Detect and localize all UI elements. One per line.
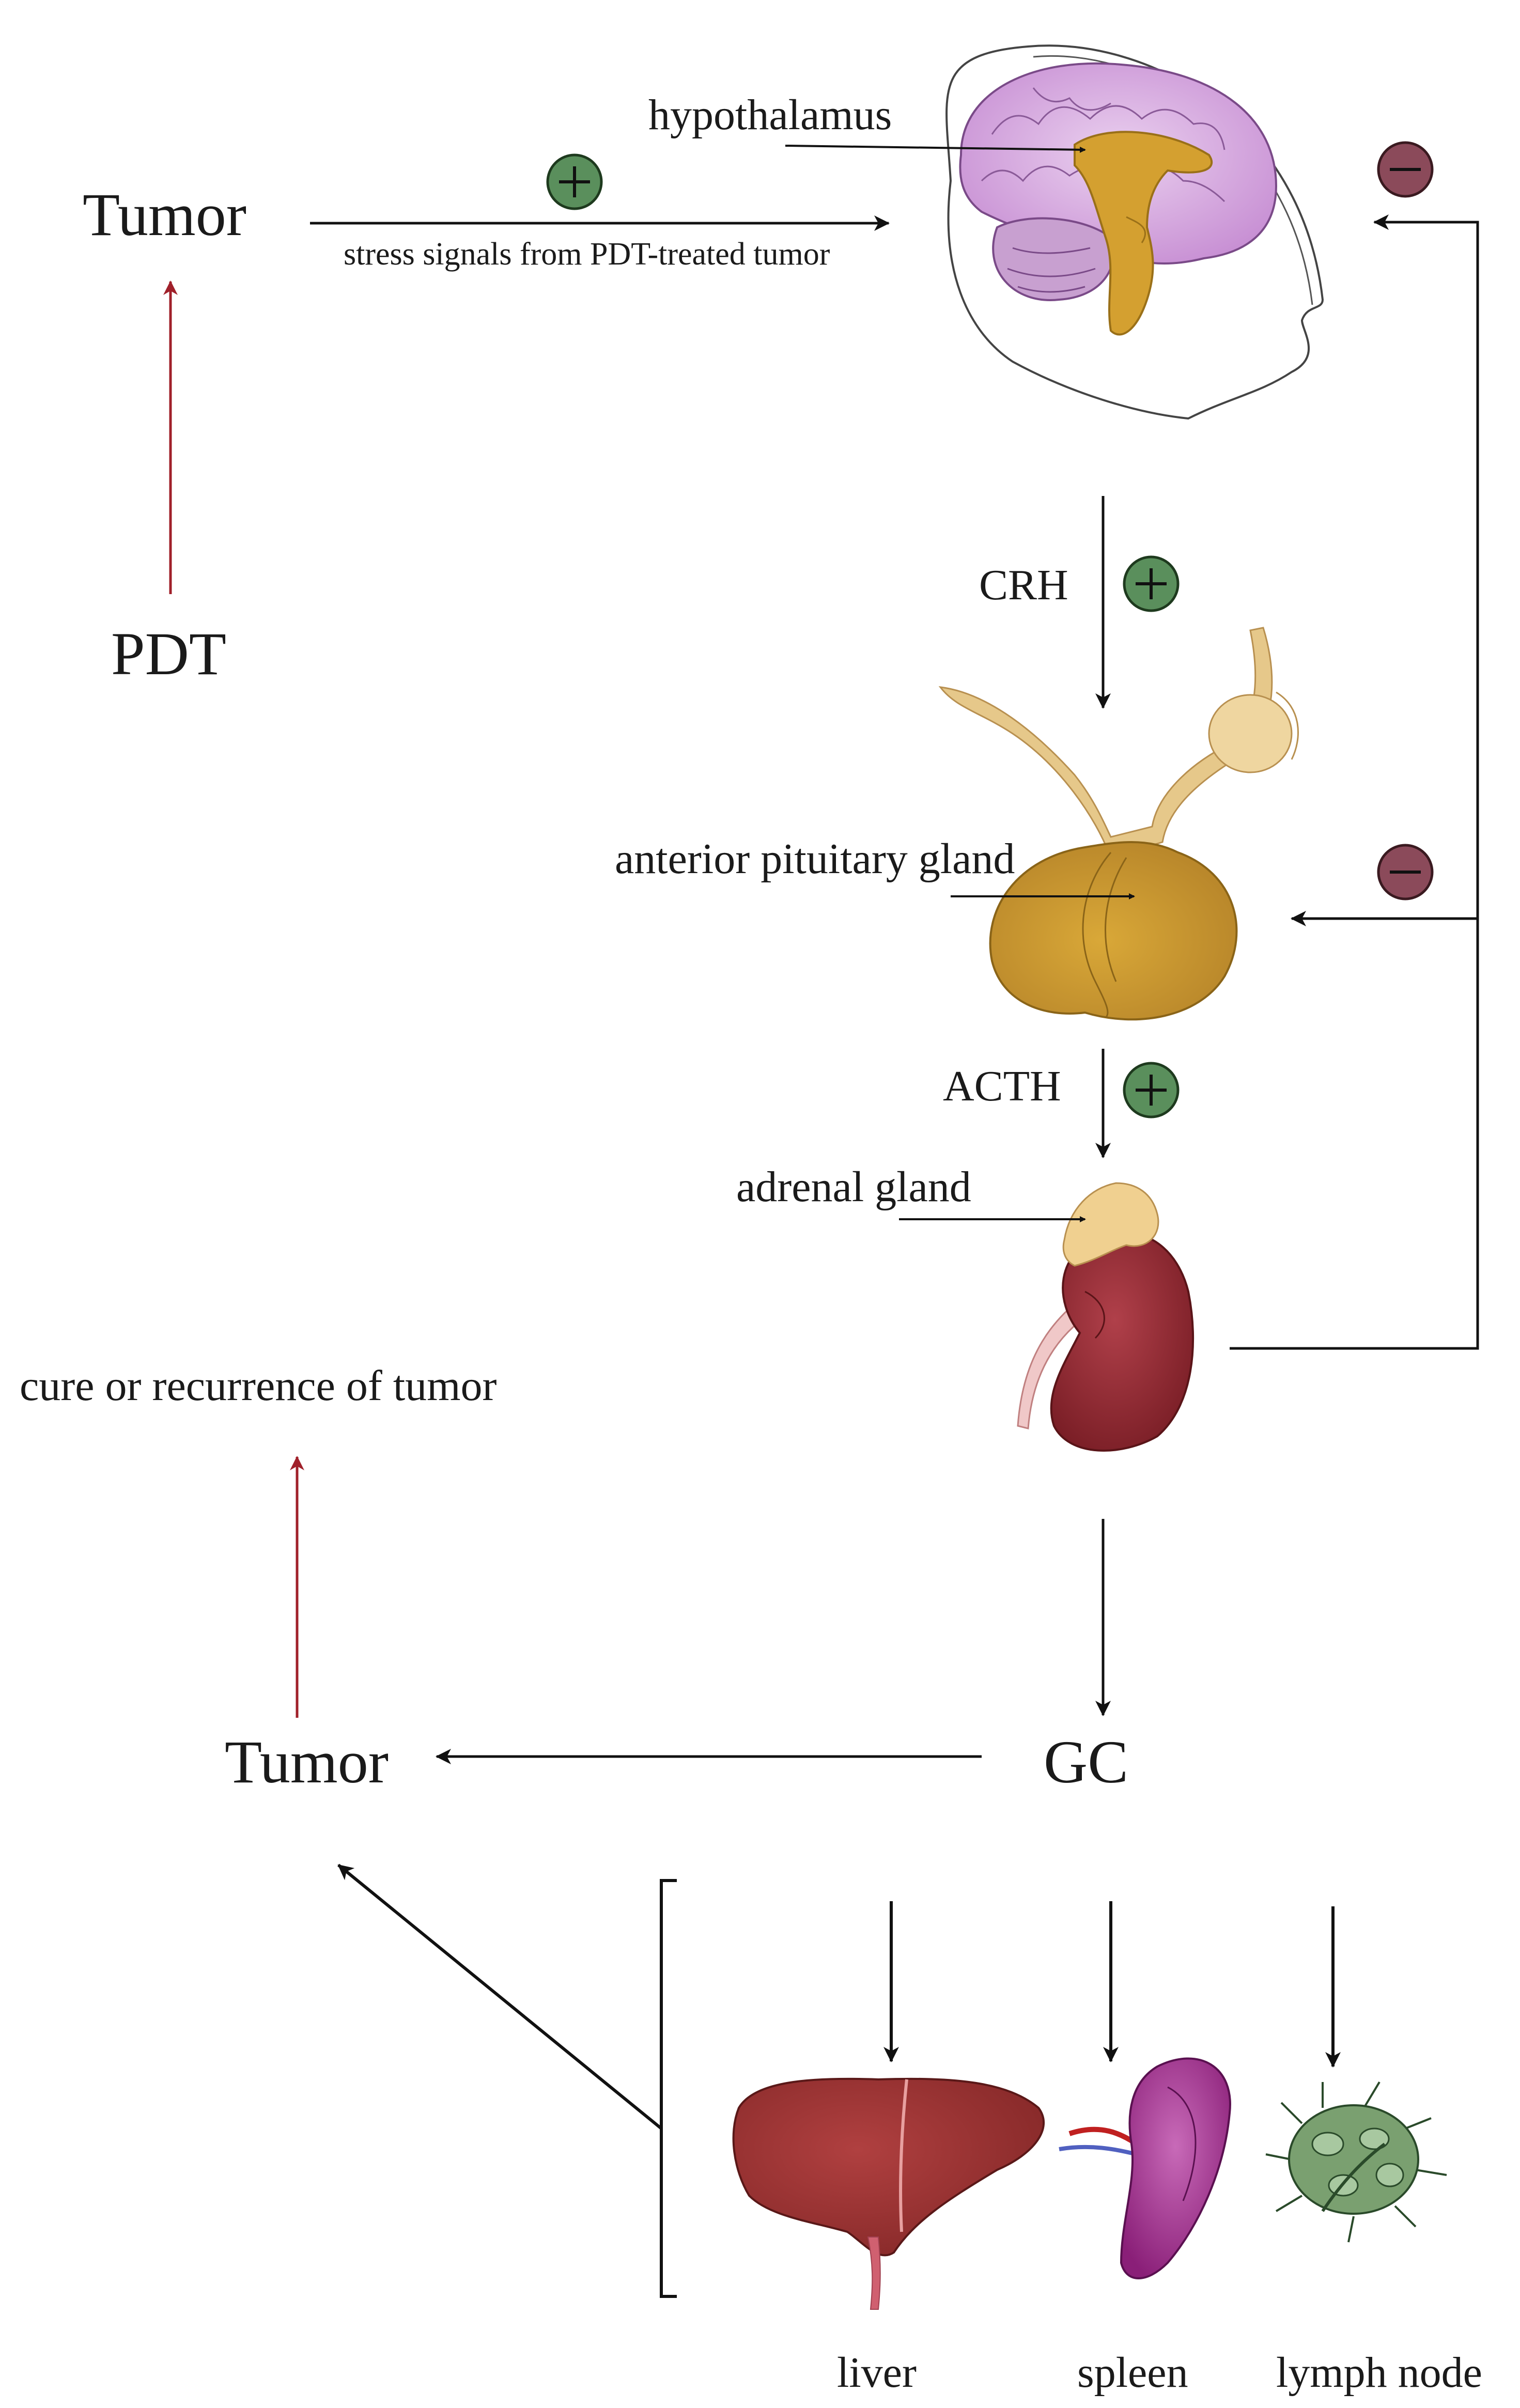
- pdt-label: PDT: [111, 620, 226, 688]
- tumor-top-label: Tumor: [83, 181, 246, 248]
- plus-badge-crh: [1123, 555, 1180, 612]
- gc-label: GC: [1044, 1728, 1128, 1796]
- plus-badge-stress: [546, 153, 603, 210]
- acth-label: ACTH: [943, 1062, 1061, 1110]
- liver-icon: [732, 2077, 1045, 2310]
- hypothalamus-label: hypothalamus: [648, 91, 892, 139]
- minus-badge-top: [1377, 141, 1434, 198]
- spleen-icon: [1059, 2057, 1231, 2279]
- hypothalamus-pointer: [785, 145, 1086, 153]
- pituitary-icon: [938, 627, 1299, 1021]
- lymph-node-label: lymph node: [1276, 2349, 1482, 2397]
- feedback-loop-line: [1230, 221, 1479, 1350]
- stress-signals-label: stress signals from PDT-treated tumor: [344, 237, 830, 272]
- cure-recurrence-label: cure or recurrence of tumor: [20, 1362, 497, 1410]
- brain-icon: [945, 44, 1324, 420]
- lymph-node-icon: [1265, 2081, 1447, 2243]
- anterior-pituitary-label: anterior pituitary gland: [615, 835, 1015, 883]
- spleen-label: spleen: [1077, 2349, 1188, 2397]
- tumor-bottom-label: Tumor: [225, 1728, 389, 1796]
- adrenal-gland-label: adrenal gland: [736, 1163, 971, 1211]
- liver-label: liver: [837, 2349, 917, 2397]
- plus-badge-acth: [1123, 1062, 1180, 1118]
- organs-to-tumor-arrow: [337, 1863, 662, 2130]
- minus-badge-middle: [1377, 844, 1434, 900]
- organ-bracket: [660, 1879, 677, 2298]
- kidney-icon: [1017, 1182, 1195, 1452]
- crh-label: CRH: [979, 561, 1068, 609]
